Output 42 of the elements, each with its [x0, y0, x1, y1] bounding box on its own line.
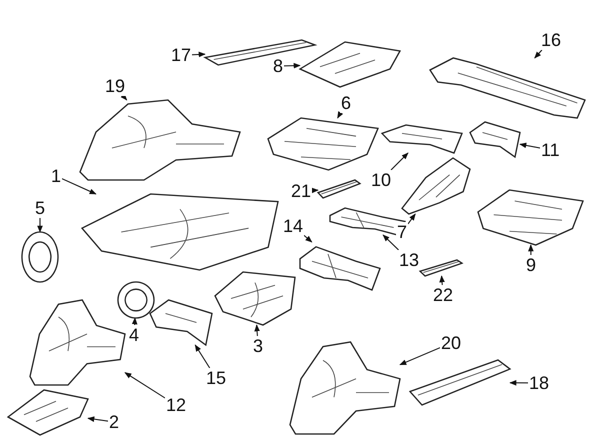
reinforcement-drawing — [382, 125, 462, 153]
frame-rail-drawing — [430, 58, 585, 118]
leader-line — [408, 213, 416, 224]
support-drawing — [402, 158, 470, 214]
rail-drawing — [410, 360, 510, 405]
leader-line — [284, 62, 301, 68]
rail-drawing — [290, 342, 400, 434]
floor-panel-drawing — [478, 190, 583, 245]
bracket-drawing — [318, 180, 360, 198]
leader-line — [194, 344, 210, 368]
leader-line — [337, 111, 344, 119]
leader-line — [399, 347, 440, 366]
leader-line — [304, 234, 312, 242]
grommet-drawing — [118, 282, 154, 318]
floor-panel-drawing — [300, 42, 400, 87]
callout-number: 6 — [340, 93, 352, 113]
leader-line — [382, 234, 400, 250]
leader-line — [528, 244, 534, 256]
leader-line — [192, 52, 206, 58]
leader-line — [132, 317, 138, 326]
side-panel-drawing — [30, 300, 125, 385]
leader-line — [439, 275, 445, 286]
callout-number: 19 — [104, 76, 126, 96]
leader-line — [62, 178, 97, 194]
leader-line — [534, 50, 542, 59]
leader-line — [87, 416, 108, 422]
shield-drawing — [8, 390, 88, 435]
leader-line — [37, 218, 43, 233]
wheelhouse-drawing — [80, 100, 240, 180]
bracket-drawing — [420, 260, 462, 276]
floor-pan-drawing — [215, 272, 295, 325]
leader-line — [312, 188, 319, 194]
floor-panel-drawing — [268, 118, 378, 170]
leader-line — [509, 380, 528, 386]
leader-line — [254, 324, 260, 336]
bracket-drawing — [150, 300, 212, 345]
leader-line — [519, 142, 540, 148]
callout-number: 16 — [540, 30, 562, 50]
leader-line — [124, 372, 166, 398]
bracket-drawing — [470, 122, 520, 157]
leader-line — [390, 152, 408, 170]
seal-ring-drawing — [22, 232, 58, 282]
